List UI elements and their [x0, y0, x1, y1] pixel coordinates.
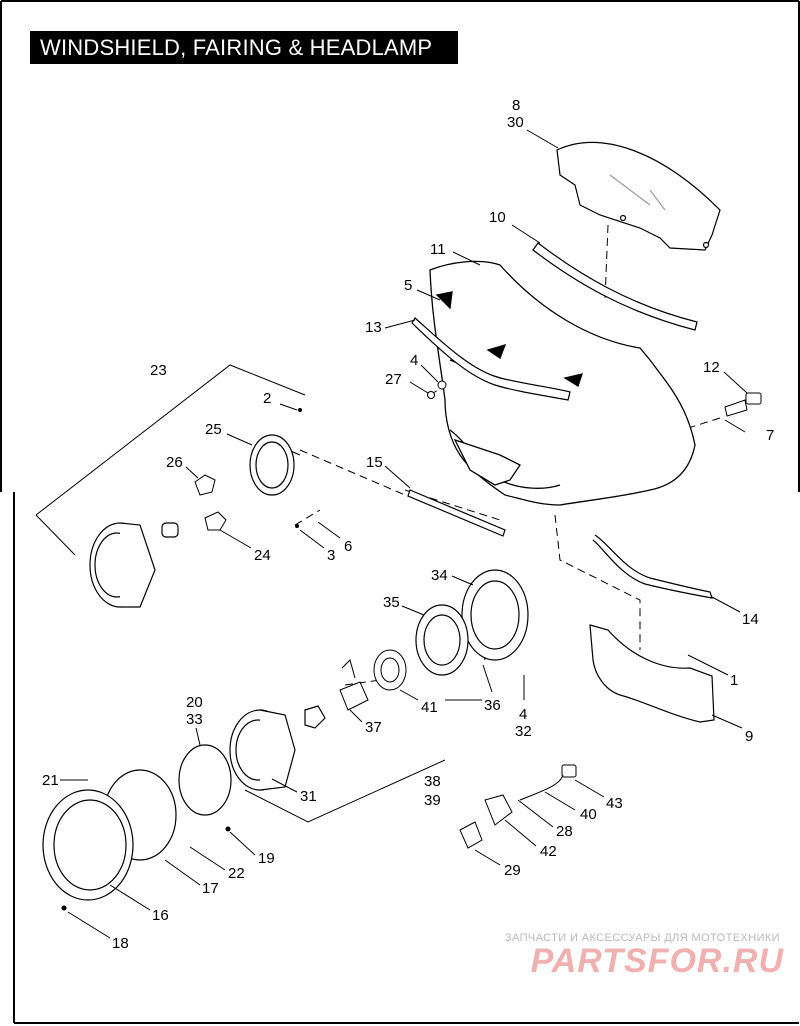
callout-1: 1 [730, 672, 738, 689]
watermark-caption: ЗАПЧАСТИ И АКСЕССУАРЫ ДЛЯ МОТОТЕХНИКИ [504, 932, 780, 944]
windshield-trim-strip [532, 242, 698, 331]
fairing-cap-strip [411, 317, 571, 401]
watermark-brand: PARTSFOR.RU [530, 942, 784, 980]
headlamp-sealed-beam [89, 522, 179, 608]
callout-14: 14 [742, 611, 759, 628]
screw-and-washer [427, 380, 447, 399]
headlamp-callout-38 [244, 699, 482, 823]
callout-13: 13 [365, 319, 382, 336]
callout-30: 30 [507, 114, 524, 131]
callout-6: 6 [344, 538, 352, 555]
headlamp-bulbs [194, 474, 227, 531]
callout-43: 43 [606, 795, 623, 812]
callout-15: 15 [366, 454, 383, 471]
lower-skirt [589, 624, 715, 723]
well-nut-and-screw [724, 392, 762, 417]
callout-33: 33 [186, 711, 203, 728]
screw-19 [225, 826, 231, 832]
callout-32: 32 [515, 723, 532, 740]
callout-2: 2 [263, 390, 271, 407]
callout-39: 39 [424, 792, 441, 809]
callout-28: 28 [556, 823, 573, 840]
callout-41: 41 [421, 699, 438, 716]
callout-25: 25 [205, 421, 222, 438]
callout-8: 8 [512, 97, 520, 114]
diagram-title: WINDSHIELD, FAIRING & HEADLAMP [30, 31, 458, 64]
callout-16: 16 [152, 907, 169, 924]
callout-4-upper: 4 [410, 352, 418, 369]
callout-31: 31 [300, 788, 317, 805]
wiring-harness [459, 764, 577, 849]
retaining-ring-20 [178, 744, 232, 816]
callout-12: 12 [703, 359, 720, 376]
callout-5: 5 [404, 277, 412, 294]
callout-10: 10 [489, 209, 506, 226]
headlamp-31 [229, 705, 326, 791]
callout-17: 17 [202, 880, 219, 897]
callout-24: 24 [254, 547, 271, 564]
callout-35: 35 [383, 594, 400, 611]
callout-34: 34 [431, 567, 448, 584]
bulb-socket-41 [373, 649, 407, 691]
callout-18: 18 [112, 935, 129, 952]
callout-26: 26 [166, 454, 183, 471]
callout-22: 22 [228, 865, 245, 882]
outer-fairing [429, 260, 696, 506]
headlamp-trim-ring [42, 789, 134, 901]
callout-37: 37 [365, 719, 382, 736]
callout-20: 20 [186, 694, 203, 711]
callout-36: 36 [484, 697, 501, 714]
leader-lines [60, 129, 748, 939]
callout-4-lower: 4 [519, 706, 527, 723]
callout-19: 19 [258, 850, 275, 867]
support-rod [407, 489, 506, 537]
callout-29: 29 [504, 862, 521, 879]
callout-11: 11 [430, 241, 446, 258]
headlamp-retaining-ring [415, 604, 469, 676]
callout-numbers: 8 30 10 11 5 13 4 27 12 7 23 2 25 26 15 … [42, 97, 774, 952]
callout-3: 3 [327, 547, 335, 564]
callout-7: 7 [766, 427, 774, 444]
headlamp-mounting-ring [461, 569, 529, 661]
callout-21: 21 [42, 772, 59, 789]
callout-38: 38 [424, 773, 441, 790]
screw-18 [61, 905, 67, 911]
callout-9: 9 [745, 728, 753, 745]
screw-3 [295, 524, 299, 528]
mounting-ring [249, 434, 295, 496]
bracket-14 [592, 534, 713, 599]
callout-23: 23 [150, 362, 167, 379]
callout-40: 40 [580, 806, 597, 823]
callout-42: 42 [540, 843, 557, 860]
callout-27: 27 [385, 371, 402, 388]
halogen-bulb-37 [339, 659, 369, 711]
windshield [556, 142, 721, 251]
screw-2 [298, 408, 302, 412]
